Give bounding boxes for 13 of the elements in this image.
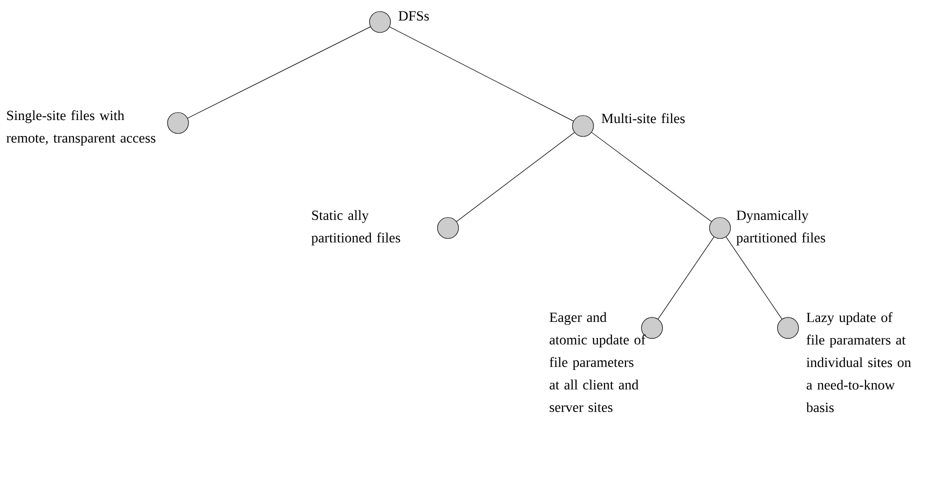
node-label: Dynamically partitioned files <box>736 210 826 246</box>
node-label: Lazy update of file paramaters at individual sites on a need-to-know basis <box>806 312 911 412</box>
connector-line <box>658 236 714 320</box>
connector-line <box>591 132 712 222</box>
connector-line <box>726 236 782 320</box>
node-label: Static ally partitioned files <box>311 210 400 246</box>
connector-line <box>187 26 371 118</box>
node-label: DFSs <box>398 11 429 21</box>
node-label: Multi-site files <box>602 113 685 124</box>
node-label: Single-site files with remote, transparent access <box>6 110 156 146</box>
connector-line <box>456 132 575 222</box>
node-label: Eager and atomic update of file parameters at all client and server sites <box>550 312 646 412</box>
connector-line <box>389 26 574 122</box>
